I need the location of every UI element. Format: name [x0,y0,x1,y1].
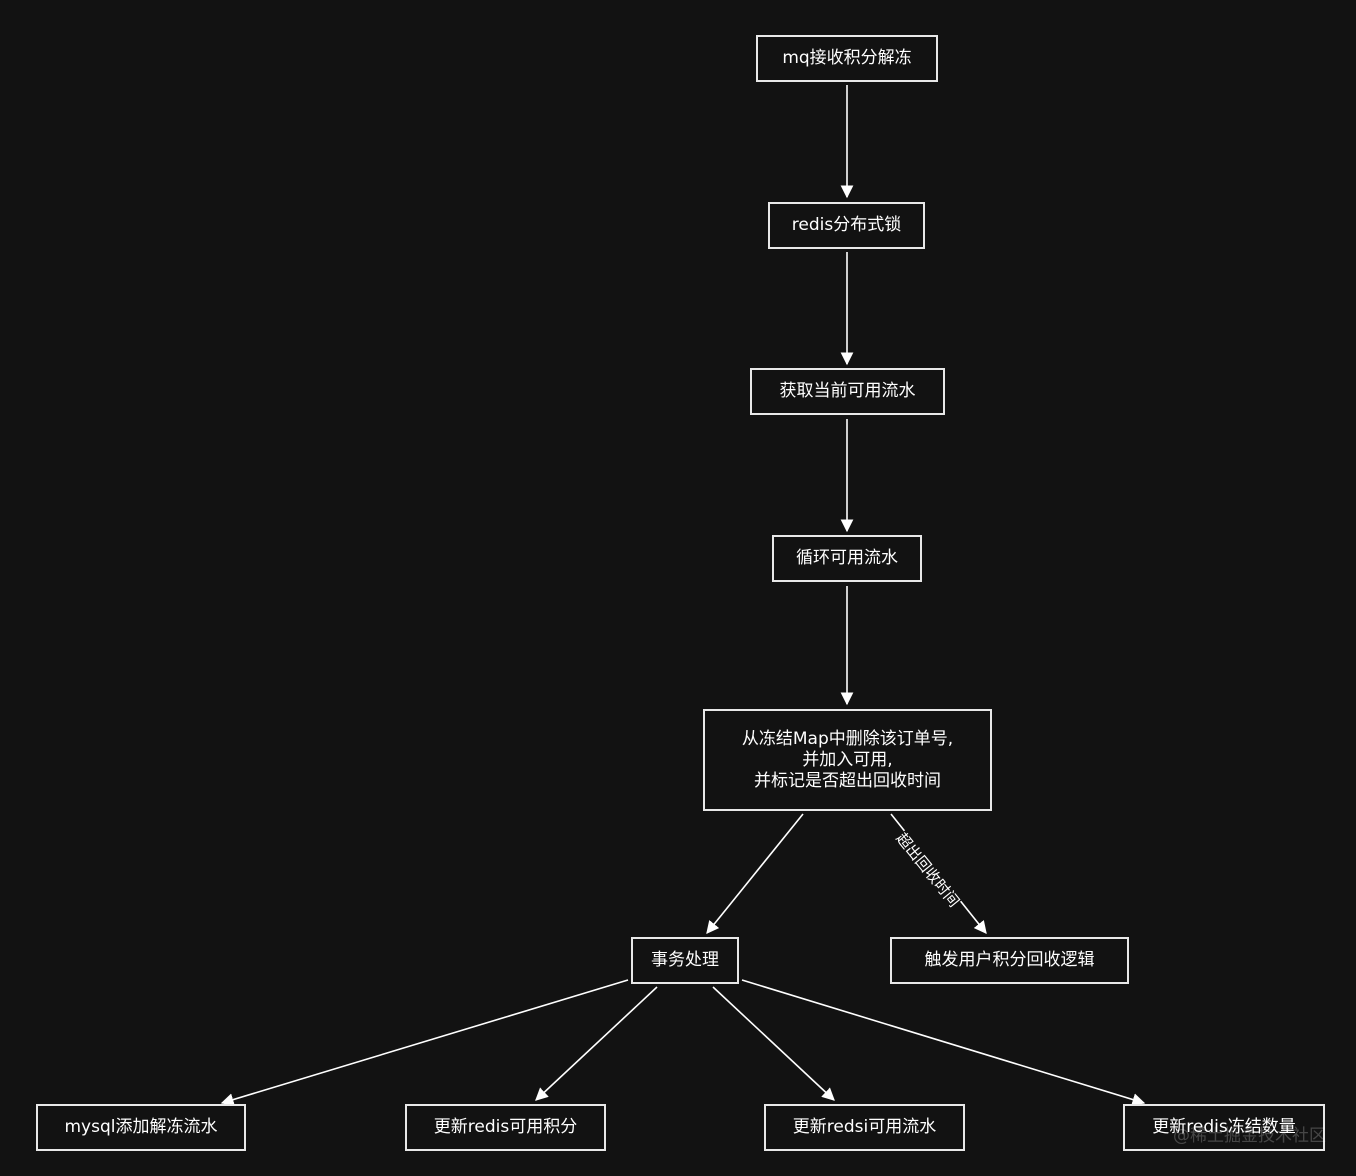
node-mysql-add-unfreeze-flow: mysql添加解冻流水 [36,1104,246,1151]
watermark: @稀土掘金技术社区 [1173,1126,1326,1146]
node-fetch-available-flow: 获取当前可用流水 [750,368,945,415]
remove-line-1: 从冻结Map中删除该订单号, [741,728,954,749]
edge-tx-to-mysql [220,979,629,1106]
edge-remove-to-tx [706,813,804,934]
node-update-redis-points: 更新redis可用积分 [405,1104,606,1151]
node-remove-from-frozen-map: 从冻结Map中删除该订单号, 并加入可用, 并标记是否超出回收时间 [703,709,992,811]
node-update-redis-frozen: 更新redis冻结数量 [1123,1104,1325,1151]
edge-tx-to-redis-frozen [741,979,1146,1106]
node-redis-lock: redis分布式锁 [768,202,925,249]
remove-line-2: 并加入可用, [802,749,893,770]
node-transaction: 事务处理 [631,937,739,984]
edge-tx-to-redis-flow [712,986,835,1101]
node-loop-available-flow: 循环可用流水 [772,535,922,582]
node-update-redis-flow: 更新redsi可用流水 [764,1104,965,1151]
node-trigger-recycle: 触发用户积分回收逻辑 [890,937,1129,984]
remove-line-3: 并标记是否超出回收时间 [754,770,941,791]
edge-tx-to-redis-points [535,986,658,1101]
node-mq-receive-unfreeze: mq接收积分解冻 [756,35,938,82]
